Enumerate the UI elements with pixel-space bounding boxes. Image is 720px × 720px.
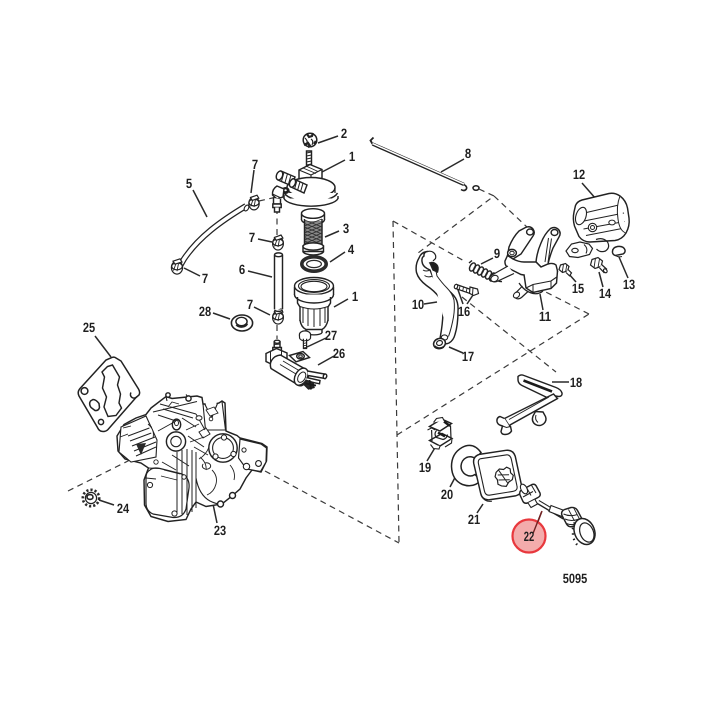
svg-text:27: 27 bbox=[325, 328, 337, 343]
svg-text:26: 26 bbox=[333, 346, 346, 361]
svg-text:23: 23 bbox=[214, 523, 227, 538]
svg-text:11: 11 bbox=[539, 309, 552, 324]
svg-text:5: 5 bbox=[186, 176, 193, 191]
svg-text:2: 2 bbox=[341, 126, 347, 141]
svg-text:17: 17 bbox=[462, 349, 474, 364]
svg-text:14: 14 bbox=[599, 286, 612, 301]
svg-text:4: 4 bbox=[348, 242, 355, 257]
svg-text:1: 1 bbox=[349, 149, 356, 164]
svg-text:7: 7 bbox=[249, 230, 255, 245]
svg-text:7: 7 bbox=[202, 271, 208, 286]
svg-text:6: 6 bbox=[239, 262, 246, 277]
svg-text:9: 9 bbox=[494, 246, 500, 261]
svg-text:7: 7 bbox=[247, 297, 253, 312]
svg-text:24: 24 bbox=[117, 501, 130, 516]
svg-text:21: 21 bbox=[468, 512, 481, 527]
svg-text:7: 7 bbox=[252, 157, 258, 172]
svg-text:1: 1 bbox=[352, 289, 359, 304]
svg-text:3: 3 bbox=[343, 221, 350, 236]
svg-text:22: 22 bbox=[524, 529, 535, 544]
svg-text:10: 10 bbox=[412, 297, 424, 312]
svg-text:12: 12 bbox=[573, 167, 585, 182]
svg-text:13: 13 bbox=[623, 277, 636, 292]
svg-text:28: 28 bbox=[199, 304, 212, 319]
svg-text:18: 18 bbox=[570, 375, 583, 390]
svg-text:8: 8 bbox=[465, 146, 472, 161]
svg-text:20: 20 bbox=[441, 487, 453, 502]
svg-text:5095: 5095 bbox=[563, 571, 588, 586]
svg-text:15: 15 bbox=[572, 281, 585, 296]
svg-text:16: 16 bbox=[458, 304, 471, 319]
svg-text:19: 19 bbox=[419, 460, 431, 475]
svg-text:25: 25 bbox=[83, 320, 96, 335]
